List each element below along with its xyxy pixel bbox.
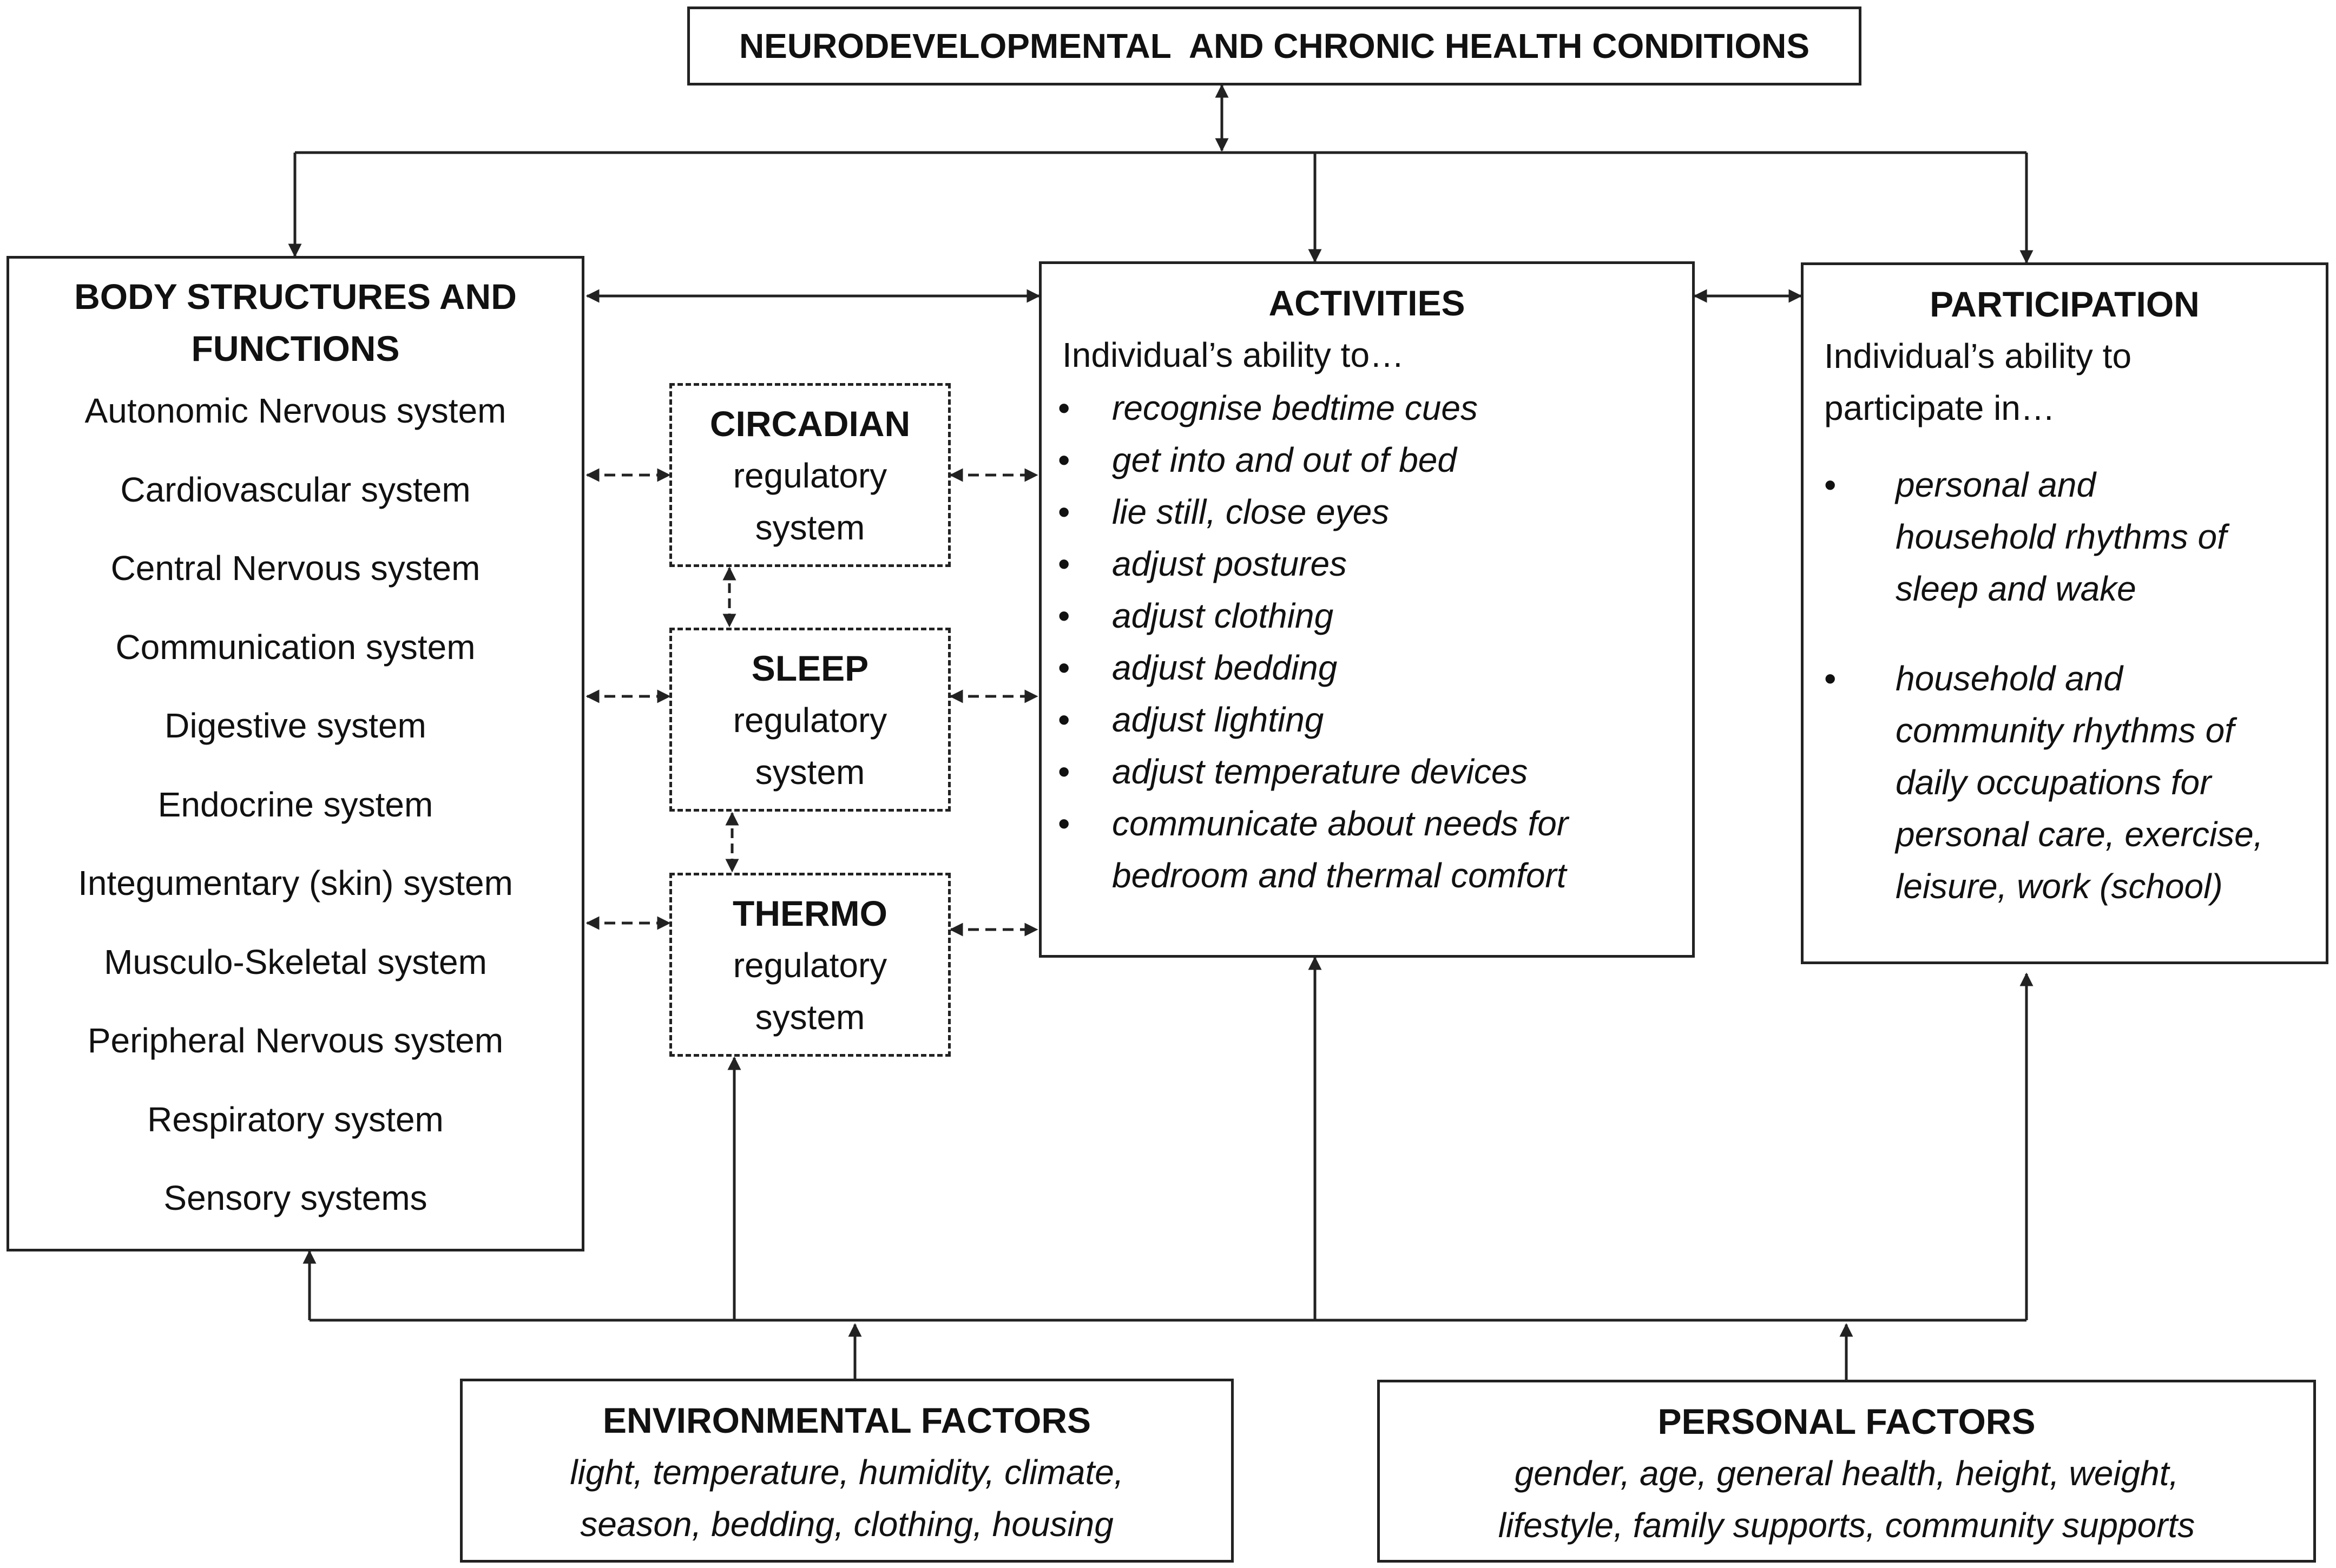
activity-item: •adjust temperature devices — [1058, 752, 1528, 791]
activity-item-continuation: bedroom and thermal comfort — [1112, 856, 1567, 895]
activities-list: •recognise bedtime cues •get into and ou… — [1042, 382, 1692, 901]
activities-box: ACTIVITIES Individual’s ability to… •rec… — [1039, 261, 1695, 958]
circadian-title: CIRCADIAN — [709, 404, 911, 444]
activity-item: •lie still, close eyes — [1058, 492, 1390, 531]
system-item: Musculo-Skeletal system — [104, 942, 487, 981]
bullet-glyph: • — [1824, 465, 1837, 504]
system-item: Integumentary (skin) system — [78, 864, 513, 902]
system-item: Central Nervous system — [110, 549, 481, 588]
sleep-box: SLEEP regulatory system — [669, 628, 951, 812]
sleep-line3: system — [755, 753, 865, 792]
circadian-box: CIRCADIAN regulatory system — [669, 383, 951, 567]
system-item: Autonomic Nervous system — [84, 391, 506, 430]
body-structures-title-2: FUNCTIONS — [191, 328, 400, 368]
personal-line-1: gender, age, general health, height, wei… — [1514, 1454, 2179, 1493]
circadian-line2: regulatory — [733, 456, 887, 495]
personal-title: PERSONAL FACTORS — [1657, 1401, 2036, 1441]
activity-item: •communicate about needs for — [1058, 804, 1569, 843]
sleep-line2: regulatory — [733, 701, 887, 740]
body-structures-title-1: BODY STRUCTURES AND — [74, 276, 517, 317]
circadian-line3: system — [755, 508, 865, 547]
thermo-box: THERMO regulatory system — [669, 873, 951, 1057]
personal-factors-box: PERSONAL FACTORS gender, age, general he… — [1377, 1380, 2316, 1563]
bullet-glyph: • — [1824, 659, 1837, 698]
system-item: Respiratory system — [147, 1099, 444, 1139]
activities-title: ACTIVITIES — [1268, 283, 1465, 323]
activity-item: •get into and out of bed — [1058, 440, 1457, 479]
body-structures-box: BODY STRUCTURES AND FUNCTIONS Autonomic … — [6, 256, 584, 1251]
activity-item: •adjust postures — [1058, 544, 1347, 583]
system-item: Sensory systems — [163, 1178, 427, 1217]
activity-item: •adjust clothing — [1058, 596, 1334, 635]
participation-title: PARTICIPATION — [1930, 284, 2200, 324]
participation-bullet-2: • household and community rhythms of dai… — [1804, 653, 2326, 912]
participation-box: PARTICIPATION Individual’s ability to pa… — [1801, 262, 2328, 964]
participation-intro-2: participate in… — [1824, 388, 2055, 427]
environmental-title: ENVIRONMENTAL FACTORS — [602, 1400, 1091, 1440]
thermo-line3: system — [755, 998, 865, 1037]
system-item: Communication system — [115, 627, 476, 667]
system-item: Cardiovascular system — [120, 470, 471, 509]
activity-item: •recognise bedtime cues — [1058, 388, 1478, 427]
environmental-line-1: light, temperature, humidity, climate, — [570, 1453, 1124, 1492]
participation-intro-1: Individual’s ability to — [1824, 337, 2132, 375]
system-item: Endocrine system — [157, 785, 433, 824]
body-systems-list: Autonomic Nervous system Cardiovascular … — [9, 372, 582, 1238]
thermo-line2: regulatory — [733, 946, 887, 985]
thermo-title: THERMO — [733, 893, 887, 933]
personal-line-2: lifestyle, family supports, community su… — [1498, 1506, 2195, 1545]
activities-intro: Individual’s ability to… — [1062, 335, 1405, 374]
conditions-title: NEURODEVELOPMENTAL AND CHRONIC HEALTH CO… — [739, 27, 1810, 65]
system-item: Peripheral Nervous system — [87, 1021, 504, 1060]
activity-item: •adjust lighting — [1058, 700, 1324, 739]
system-item: Digestive system — [164, 706, 426, 745]
activity-item: •adjust bedding — [1058, 648, 1338, 687]
participation-bullet-1: • personal and household rhythms of slee… — [1804, 459, 2326, 615]
conditions-box: NEURODEVELOPMENTAL AND CHRONIC HEALTH CO… — [687, 6, 1861, 85]
environmental-factors-box: ENVIRONMENTAL FACTORS light, temperature… — [460, 1379, 1234, 1563]
sleep-title: SLEEP — [751, 648, 869, 688]
environmental-line-2: season, bedding, clothing, housing — [580, 1505, 1114, 1544]
